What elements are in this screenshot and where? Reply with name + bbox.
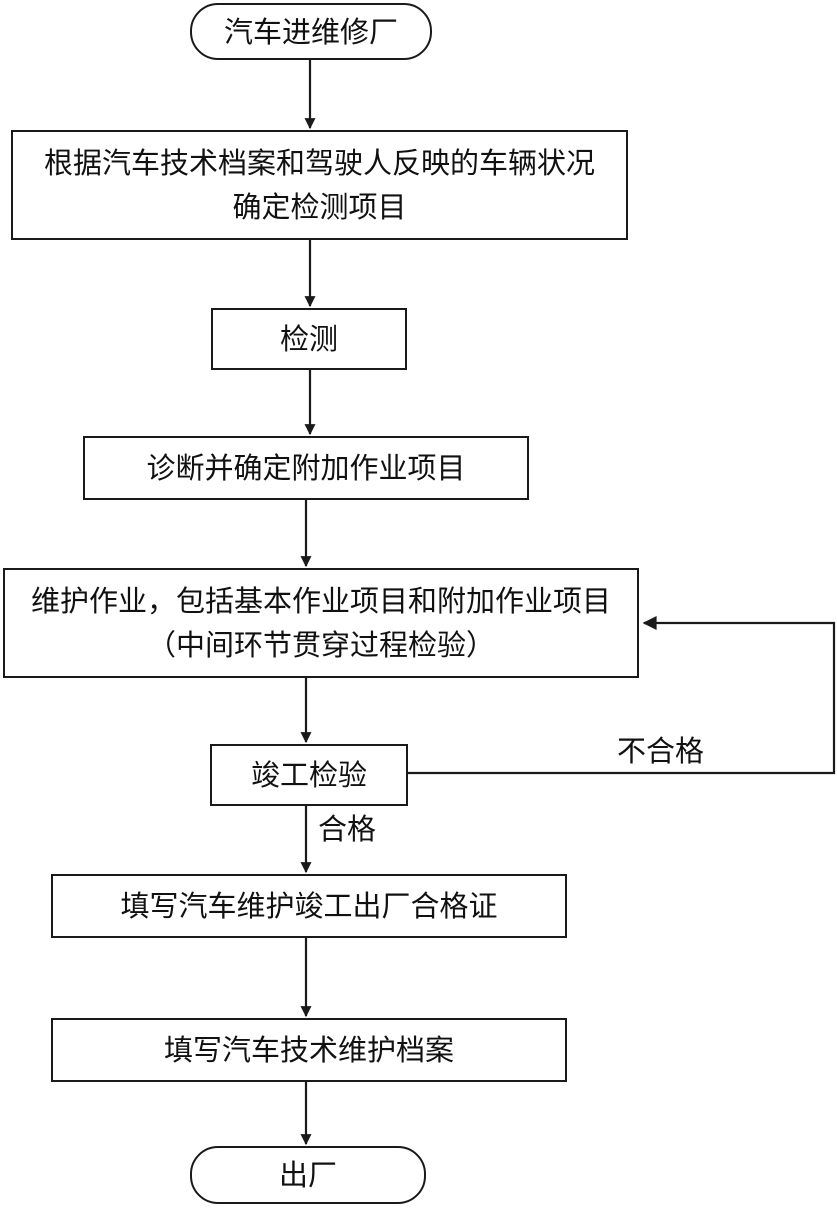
step-inspection-label: 检测 — [279, 322, 338, 356]
step-archive-label: 填写汽车技术维护档案 — [163, 1033, 454, 1067]
step-certificate: 填写汽车维护竣工出厂合格证 — [51, 874, 567, 938]
step-final-inspection-label: 竣工检验 — [250, 758, 367, 792]
start-label: 汽车进维修厂 — [223, 14, 398, 49]
step-maintenance: 维护作业，包括基本作业项目和附加作业项目 （中间环节贯穿过程检验） — [3, 568, 639, 678]
arrow-fail-loop — [408, 616, 836, 775]
step-determine-items: 根据汽车技术档案和驾驶人反映的车辆状况 确定检测项目 — [11, 130, 628, 240]
step-diagnosis-label: 诊断并确定附加作业项目 — [146, 451, 466, 485]
step-archive: 填写汽车技术维护档案 — [51, 1018, 567, 1082]
step-certificate-label: 填写汽车维护竣工出厂合格证 — [120, 889, 498, 923]
start-node: 汽车进维修厂 — [190, 3, 432, 60]
step-diagnosis: 诊断并确定附加作业项目 — [83, 436, 529, 500]
end-label: 出厂 — [278, 1158, 337, 1192]
edge-label-pass: 合格 — [318, 812, 377, 846]
end-node: 出厂 — [190, 1146, 426, 1204]
step-final-inspection: 竣工检验 — [210, 744, 408, 806]
step-maintenance-line1: 维护作业，包括基本作业项目和附加作业项目 — [30, 584, 611, 618]
edge-label-fail: 不合格 — [617, 734, 705, 768]
step-maintenance-line2: （中间环节贯穿过程检验） — [146, 628, 495, 662]
step-inspection: 检测 — [211, 308, 407, 370]
step-determine-items-line1: 根据汽车技术档案和驾驶人反映的车辆状况 — [43, 146, 595, 180]
step-determine-items-line2: 确定检测项目 — [232, 190, 407, 224]
